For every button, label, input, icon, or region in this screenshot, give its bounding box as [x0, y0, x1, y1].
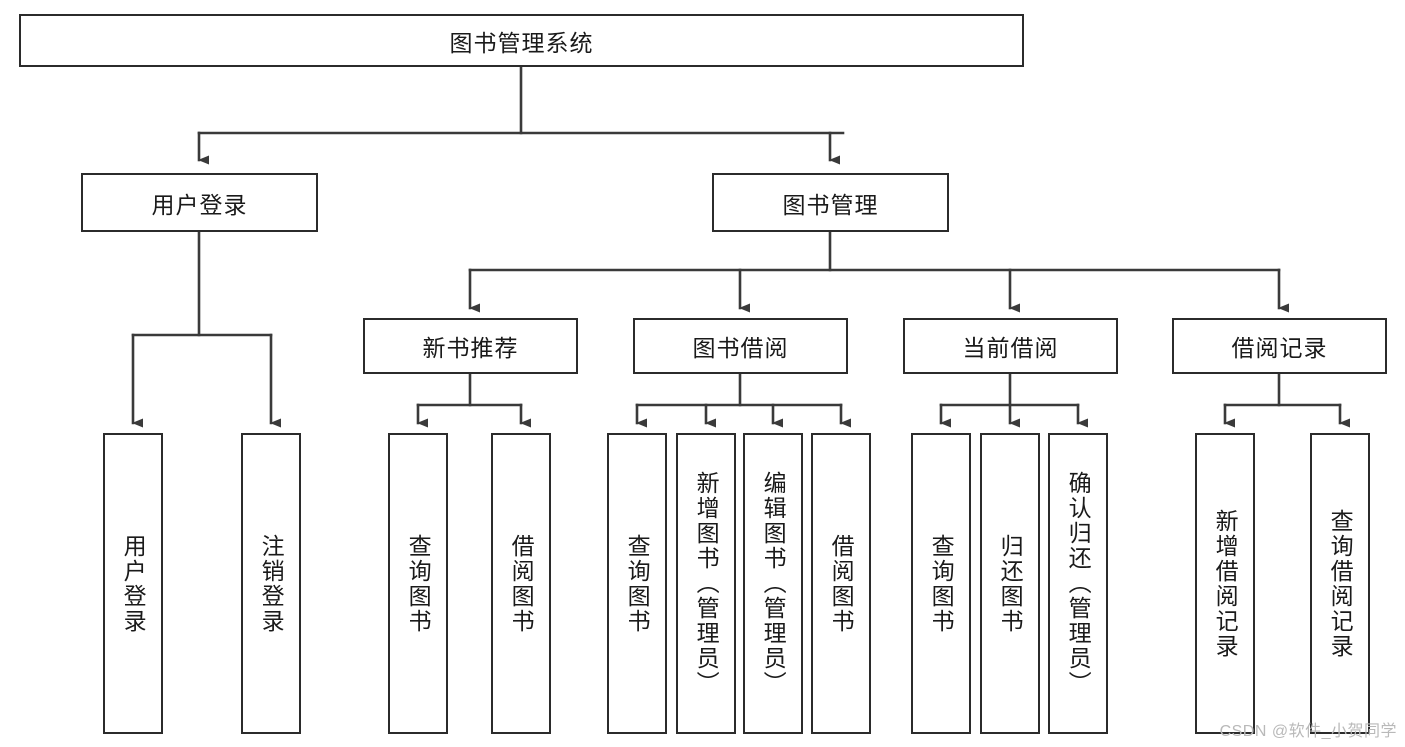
- leaf-edit-book[interactable]: 编辑图书（管理员）: [743, 433, 803, 734]
- leaf-query-book-3-label: 查询图书: [928, 533, 955, 634]
- leaf-user-login-label: 用户登录: [120, 533, 147, 634]
- leaf-add-book[interactable]: 新增图书（管理员）: [676, 433, 736, 734]
- leaf-confirm-return[interactable]: 确认归还（管理员）: [1048, 433, 1108, 734]
- leaf-return-book[interactable]: 归还图书: [980, 433, 1040, 734]
- node-borrow-record[interactable]: 借阅记录: [1172, 318, 1387, 374]
- leaf-return-book-label: 归还图书: [997, 533, 1024, 634]
- node-borrow-record-label: 借阅记录: [1231, 335, 1328, 361]
- node-user-login-label: 用户登录: [151, 191, 248, 218]
- leaf-query-record-label: 查询借阅记录: [1327, 508, 1354, 659]
- leaf-borrow-book-2[interactable]: 借阅图书: [811, 433, 871, 734]
- leaf-borrow-book-1[interactable]: 借阅图书: [491, 433, 551, 734]
- node-book-management[interactable]: 图书管理: [712, 173, 949, 232]
- leaf-query-book-1-label: 查询图书: [405, 533, 432, 634]
- node-root-label: 图书管理系统: [449, 29, 594, 56]
- node-new-book-recommend-label: 新书推荐: [422, 335, 519, 361]
- node-book-borrow[interactable]: 图书借阅: [633, 318, 848, 374]
- leaf-query-book-1[interactable]: 查询图书: [388, 433, 448, 734]
- leaf-edit-book-label: 编辑图书（管理员）: [760, 471, 787, 696]
- leaf-query-record[interactable]: 查询借阅记录: [1310, 433, 1370, 734]
- leaf-query-book-2-label: 查询图书: [624, 533, 651, 634]
- node-root[interactable]: 图书管理系统: [19, 14, 1024, 67]
- leaf-borrow-book-2-label: 借阅图书: [828, 533, 855, 634]
- node-book-borrow-label: 图书借阅: [692, 335, 789, 361]
- leaf-user-login[interactable]: 用户登录: [103, 433, 163, 734]
- node-user-login[interactable]: 用户登录: [81, 173, 318, 232]
- node-new-book-recommend[interactable]: 新书推荐: [363, 318, 578, 374]
- leaf-query-book-2[interactable]: 查询图书: [607, 433, 667, 734]
- leaf-borrow-book-1-label: 借阅图书: [508, 533, 535, 634]
- node-current-borrow-label: 当前借阅: [962, 335, 1059, 361]
- leaf-add-book-label: 新增图书（管理员）: [693, 471, 720, 696]
- node-book-management-label: 图书管理: [782, 191, 879, 218]
- leaf-logout-login-label: 注销登录: [258, 533, 285, 634]
- leaf-query-book-3[interactable]: 查询图书: [911, 433, 971, 734]
- leaf-add-record[interactable]: 新增借阅记录: [1195, 433, 1255, 734]
- leaf-add-record-label: 新增借阅记录: [1212, 508, 1239, 659]
- leaf-logout-login[interactable]: 注销登录: [241, 433, 301, 734]
- node-current-borrow[interactable]: 当前借阅: [903, 318, 1118, 374]
- leaf-confirm-return-label: 确认归还（管理员）: [1065, 471, 1092, 696]
